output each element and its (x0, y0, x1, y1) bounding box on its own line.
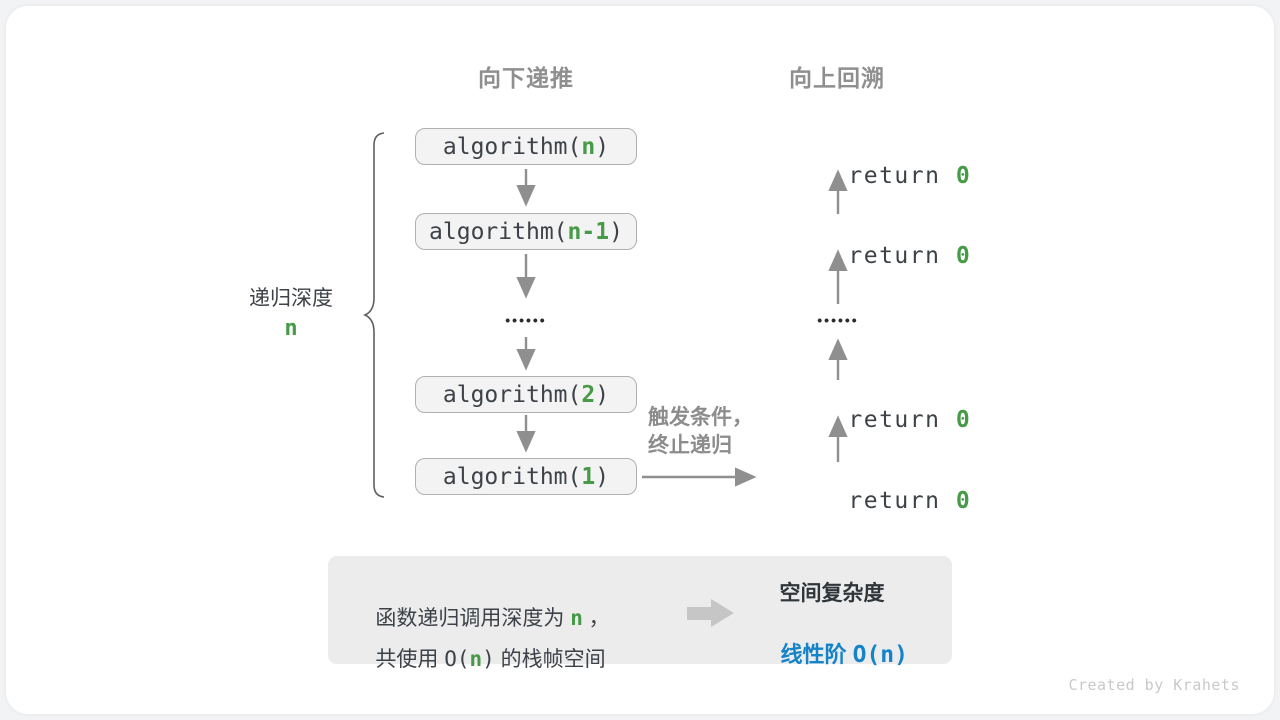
call-fn: algorithm( (442, 463, 582, 490)
call-arg: n-1 (567, 218, 610, 245)
summary-line2: 共使用 O(n) 的栈帧空间 (352, 620, 606, 699)
return-value: 0 (955, 488, 972, 514)
result-value: 线性阶 O(n) (732, 611, 932, 695)
result-title: 空间复杂度 (779, 582, 885, 605)
summary-line1: 函数递归调用深度为 n ， (352, 579, 610, 658)
return-value: 0 (955, 243, 972, 269)
summary-line2-text: 共使用 (375, 648, 445, 671)
trigger-note-line2: 终止递归 (648, 434, 732, 457)
depth-value: n (284, 316, 298, 341)
return-value: 0 (955, 163, 972, 189)
return-statement: return 0 (787, 462, 971, 514)
call-arg: n (581, 133, 596, 160)
big-o-open: O( (444, 647, 470, 671)
summary-line2-post: 的栈帧空间 (494, 648, 606, 671)
call-fn: algorithm( (442, 381, 582, 408)
return-keyword: return (848, 488, 956, 514)
summary-card (328, 556, 952, 664)
depth-label: 递归深度 (249, 287, 333, 310)
call-arg: 1 (581, 463, 596, 490)
call-close: ) (609, 218, 623, 245)
watermark: Created by Krahets (1068, 676, 1240, 694)
result-order-label: 线性阶 (780, 642, 853, 667)
return-statement: return 0 (787, 217, 971, 269)
right-block-arrow-icon (687, 607, 712, 620)
summary-line1-text: 函数递归调用深度为 (375, 607, 571, 630)
call-box-1: algorithm(1) (415, 458, 637, 495)
return-keyword: return (848, 163, 956, 189)
return-ellipsis: •••••• (817, 312, 859, 328)
call-arg: 2 (581, 381, 596, 408)
call-close: ) (595, 133, 610, 160)
summary-line2-var: n (469, 647, 483, 671)
call-box-2: algorithm(2) (415, 376, 637, 413)
right-block-arrow-tip-icon (711, 599, 734, 627)
trigger-note-line1: 触发条件， (648, 406, 753, 429)
call-box-n-1: algorithm(n-1) (415, 213, 637, 250)
summary-line1-var: n (570, 606, 583, 630)
return-statement: return 0 (787, 137, 971, 189)
call-fn: algorithm( (429, 218, 568, 245)
header-recurse-down: 向下递推 (478, 65, 574, 91)
call-close: ) (595, 463, 610, 490)
return-value: 0 (955, 407, 972, 433)
call-close: ) (595, 381, 610, 408)
return-keyword: return (848, 243, 956, 269)
result-complexity: O(n) (852, 642, 908, 668)
header-backtrack-up: 向上回溯 (789, 65, 885, 91)
call-box-n: algorithm(n) (415, 128, 637, 165)
big-o-close: ) (482, 647, 495, 671)
return-statement: return 0 (787, 381, 971, 433)
return-keyword: return (848, 407, 956, 433)
call-fn: algorithm( (442, 133, 582, 160)
stack-ellipsis: •••••• (505, 312, 547, 328)
summary-line1-post: ， (582, 607, 610, 630)
